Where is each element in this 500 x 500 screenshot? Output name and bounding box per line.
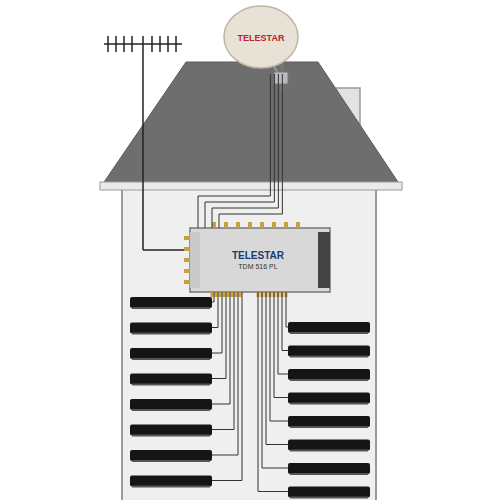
coax-cable bbox=[282, 292, 288, 351]
receiver-base bbox=[290, 426, 368, 428]
receiver-base bbox=[132, 409, 210, 411]
receiver-box bbox=[130, 374, 212, 385]
coax-cable bbox=[270, 292, 288, 421]
coax-cable bbox=[262, 292, 288, 468]
receiver-base bbox=[132, 333, 210, 335]
receiver-box bbox=[130, 323, 212, 334]
receiver-box bbox=[288, 322, 370, 333]
receiver-box bbox=[130, 425, 212, 436]
multiswitch: TELESTAR TDM 516 PL bbox=[200, 240, 316, 280]
receiver-box bbox=[288, 416, 370, 427]
roof bbox=[100, 62, 402, 188]
house-wall bbox=[122, 186, 376, 500]
multiswitch-body bbox=[190, 228, 330, 292]
receiver-base bbox=[132, 358, 210, 360]
input-port bbox=[184, 269, 190, 273]
receiver-base bbox=[290, 497, 368, 499]
output-port bbox=[227, 292, 230, 297]
output-port bbox=[236, 222, 240, 228]
receiver-box bbox=[288, 346, 370, 357]
output-port bbox=[231, 292, 234, 297]
output-port bbox=[284, 222, 288, 228]
coax-cable bbox=[212, 292, 214, 302]
coax-cable bbox=[219, 74, 282, 228]
output-port bbox=[215, 292, 218, 297]
receiver-base bbox=[290, 403, 368, 405]
input-port bbox=[184, 258, 190, 262]
output-port bbox=[223, 292, 226, 297]
coax-cable bbox=[212, 292, 218, 328]
coax-cable bbox=[212, 292, 222, 353]
output-port bbox=[212, 222, 216, 228]
tv-antenna bbox=[104, 36, 190, 250]
coax-cable bbox=[266, 292, 288, 445]
receiver-base bbox=[290, 332, 368, 334]
output-port bbox=[260, 222, 264, 228]
receiver-base bbox=[290, 379, 368, 381]
receiver-box bbox=[130, 476, 212, 487]
coax-cable bbox=[205, 74, 274, 228]
coax-cable bbox=[274, 292, 288, 398]
coax-cable bbox=[212, 292, 242, 481]
receiver-base bbox=[132, 307, 210, 309]
receiver-base bbox=[132, 435, 210, 437]
coax-cable bbox=[212, 292, 234, 430]
receiver-box bbox=[130, 348, 212, 359]
receiver-box bbox=[288, 440, 370, 451]
coax-cable bbox=[286, 292, 288, 327]
receiver-box bbox=[288, 487, 370, 498]
coax-cable bbox=[212, 74, 278, 228]
multiswitch-ports bbox=[184, 222, 300, 297]
input-port bbox=[184, 236, 190, 240]
satellite-dish: TELESTAR bbox=[222, 4, 300, 74]
coax-cable bbox=[212, 292, 238, 455]
coax-cable bbox=[212, 292, 230, 404]
receiver-base bbox=[290, 473, 368, 475]
output-port bbox=[239, 292, 242, 297]
brand-name: TELESTAR bbox=[232, 250, 284, 261]
receiver-box bbox=[288, 393, 370, 404]
receiver-box bbox=[288, 369, 370, 380]
model-number: TDM 516 PL bbox=[238, 263, 277, 271]
input-port bbox=[184, 247, 190, 251]
receiver-box bbox=[288, 463, 370, 474]
receiver-base bbox=[132, 460, 210, 462]
roof-eave bbox=[100, 182, 402, 190]
receiver-base bbox=[290, 450, 368, 452]
output-port bbox=[248, 222, 252, 228]
input-port bbox=[184, 280, 190, 284]
brand-name: TELESTAR bbox=[238, 34, 285, 44]
output-port bbox=[224, 222, 228, 228]
receiver-base bbox=[132, 384, 210, 386]
receiver-box bbox=[130, 450, 212, 461]
receiver-base bbox=[290, 356, 368, 358]
output-port bbox=[272, 222, 276, 228]
coax-cable bbox=[212, 292, 226, 379]
receiver-box bbox=[130, 297, 212, 308]
coax-cable bbox=[198, 74, 270, 228]
receiver-base bbox=[132, 486, 210, 488]
output-port bbox=[211, 292, 214, 297]
receivers bbox=[130, 292, 370, 499]
coax-cable bbox=[258, 292, 288, 492]
output-port bbox=[219, 292, 222, 297]
output-port bbox=[235, 292, 238, 297]
output-port bbox=[296, 222, 300, 228]
coax-cable bbox=[278, 292, 288, 374]
receiver-box bbox=[130, 399, 212, 410]
